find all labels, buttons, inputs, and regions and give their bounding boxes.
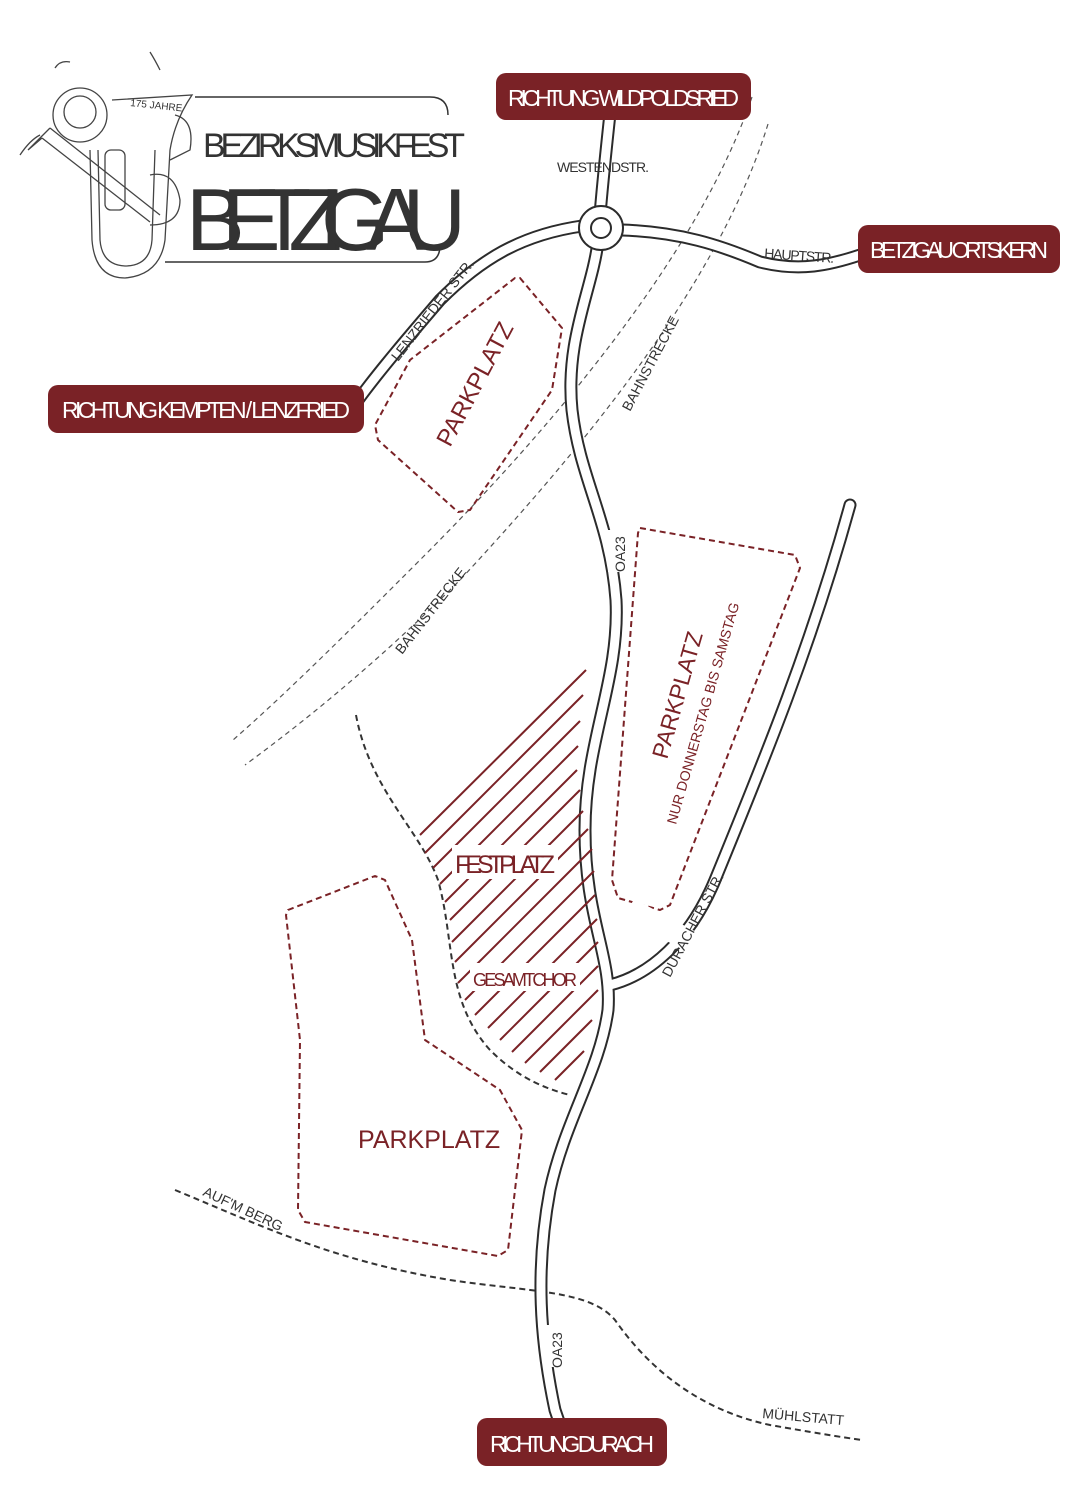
- parkplatz-south-label: PARKPLATZ: [358, 1126, 500, 1154]
- svg-text:RICHTUNG KEMPTEN / LENZFRIED: RICHTUNG KEMPTEN / LENZFRIED: [62, 397, 350, 423]
- westendstr-label: WESTENDSTR.: [557, 159, 649, 175]
- muehlstatt-label: MÜHLSTATT: [762, 1404, 846, 1428]
- festplatz-label: FESTPLATZ: [455, 851, 555, 879]
- tuba-illustration: [19, 51, 194, 279]
- svg-text:BETZIGAU ORTSKERN: BETZIGAU ORTSKERN: [870, 237, 1048, 263]
- oa23-north-label: OA23: [612, 536, 628, 572]
- festplatz-area: [419, 669, 599, 1081]
- railway-line: [232, 96, 753, 741]
- direction-badge-north: RICHTUNG WILDPOLDSRIED: [496, 73, 751, 120]
- road-network: [351, 88, 867, 1452]
- aufm-berg-path: [174, 1189, 863, 1441]
- logo-title-top: BEZIRKSMUSIKFEST: [203, 127, 465, 165]
- lenzrieder-str-label: LENZRIEDER STR.: [388, 256, 477, 364]
- svg-text:RICHTUNG WILDPOLDSRIED: RICHTUNG WILDPOLDSRIED: [508, 85, 739, 111]
- oa23-south-label: OA23: [549, 1332, 565, 1368]
- direction-badge-east: BETZIGAU ORTSKERN: [858, 225, 1060, 273]
- parkplatz-east-area: [611, 527, 801, 911]
- parkplatz-south-area: [285, 875, 523, 1257]
- direction-badge-south: RICHTUNG DURACH: [477, 1418, 667, 1466]
- festplatz-boundary-path: [355, 714, 571, 1096]
- railway-label: BAHNSTRECKE: [619, 313, 682, 413]
- festival-logo: 175 JAHRE BEZIRKSMUSIKFEST BETZIGAU: [19, 51, 466, 279]
- svg-text:RICHTUNG DURACH: RICHTUNG DURACH: [490, 1431, 654, 1457]
- aufm-berg-label: AUF'M BERG: [201, 1183, 286, 1234]
- direction-badge-west: RICHTUNG KEMPTEN / LENZFRIED: [48, 385, 364, 433]
- parkplatz-north-label: PARKPLATZ: [431, 318, 519, 451]
- logo-title-main: BETZIGAU: [186, 170, 466, 269]
- hauptstr-label: HAUPTSTR.: [764, 245, 835, 266]
- railway-label: BAHNSTRECKE: [392, 564, 469, 657]
- gesamtchor-label: GESAMTCHOR: [473, 970, 577, 990]
- logo-anniversary: 175 JAHRE: [130, 98, 183, 114]
